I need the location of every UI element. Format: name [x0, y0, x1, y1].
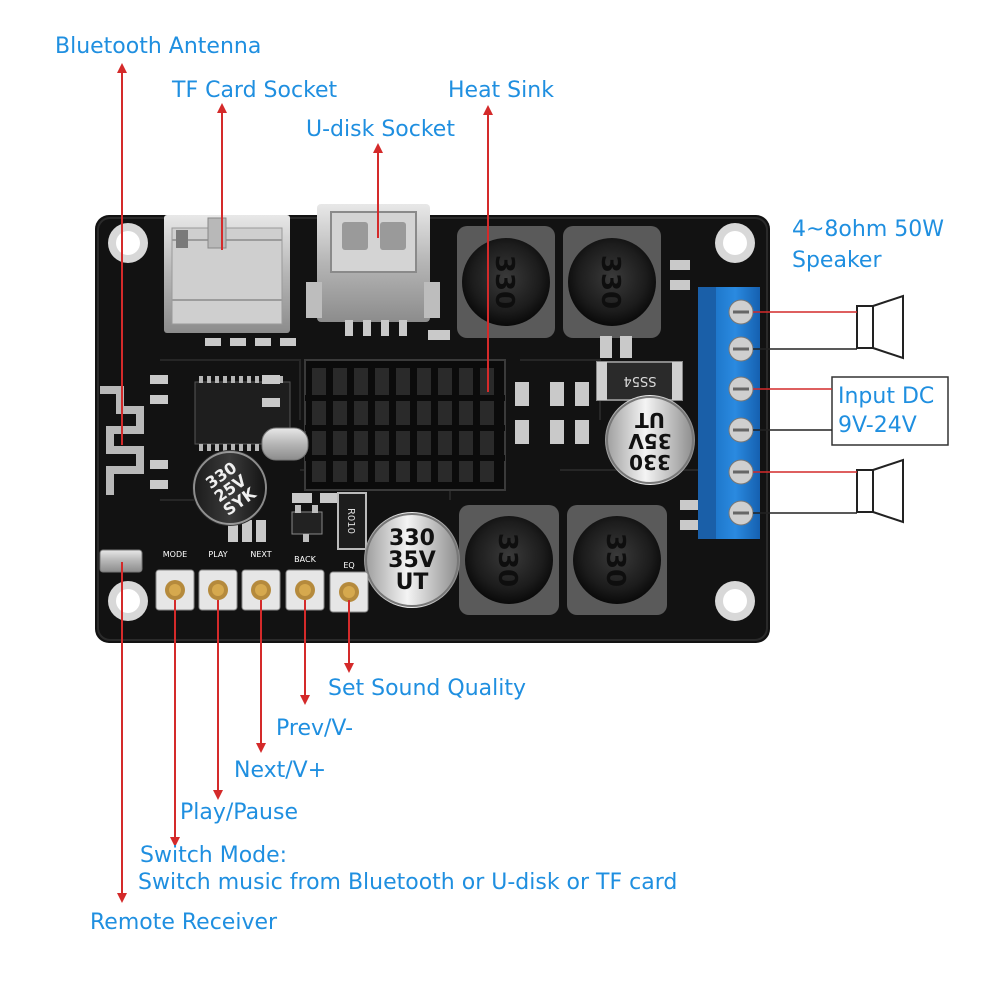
screw-terminal-block — [698, 287, 760, 539]
label-input-dc: Input DC — [838, 384, 935, 409]
capacitor-large: 330 35V UT — [364, 512, 460, 608]
svg-text:MODE: MODE — [163, 550, 187, 559]
label-speaker-spec: 4~8ohm 50W — [792, 217, 945, 242]
inductor-bottom-left: 330 — [459, 505, 559, 615]
svg-text:330: 330 — [600, 533, 630, 587]
label-tf-card-socket: TF Card Socket — [172, 78, 338, 103]
label-udisk-socket: U-disk Socket — [306, 117, 455, 142]
svg-text:NEXT: NEXT — [250, 550, 271, 559]
svg-text:R010: R010 — [345, 508, 356, 534]
label-switch-mode-desc: Switch music from Bluetooth or U-disk or… — [138, 870, 678, 895]
svg-text:UT: UT — [396, 570, 429, 595]
crystal-oscillator — [261, 427, 309, 461]
resistor-r010: R010 — [337, 492, 367, 550]
button-play: PLAY — [198, 550, 238, 611]
inductor-bottom-right: 330 — [567, 505, 667, 615]
button-mode: MODE — [155, 550, 195, 611]
annotation-arrows — [117, 63, 493, 903]
svg-text:330: 330 — [489, 255, 519, 309]
label-input-voltage: 9V-24V — [838, 413, 917, 438]
svg-text:UT: UT — [635, 408, 665, 432]
speaker-icon-bottom — [856, 458, 904, 524]
svg-text:35V: 35V — [388, 548, 436, 573]
terminal-wires — [753, 311, 857, 514]
input-dc-box — [831, 376, 949, 446]
label-set-sound-quality: Set Sound Quality — [328, 676, 526, 701]
label-heat-sink: Heat Sink — [448, 78, 554, 103]
button-next: NEXT — [241, 550, 281, 611]
button-back: BACK — [285, 555, 325, 611]
bluetooth-antenna-trace — [100, 386, 144, 495]
label-next: Next/V+ — [234, 758, 327, 783]
svg-text:PLAY: PLAY — [208, 550, 227, 559]
label-bluetooth-antenna: Bluetooth Antenna — [55, 34, 262, 59]
push-buttons: MODE PLAY NEXT BACK EQ — [155, 550, 369, 613]
label-remote-receiver: Remote Receiver — [90, 910, 278, 935]
transistor — [291, 505, 323, 542]
capacitor-right: 330 35V UT — [605, 395, 695, 485]
speaker-icon-top — [856, 294, 904, 360]
svg-text:BACK: BACK — [294, 555, 316, 564]
svg-text:330: 330 — [492, 533, 522, 587]
tf-card-socket — [164, 215, 290, 333]
svg-text:EQ: EQ — [343, 561, 354, 570]
inductor-top-left: 330 — [457, 226, 555, 338]
inductor-top-right: 330 — [563, 226, 661, 338]
usb-socket — [306, 204, 440, 336]
svg-text:330: 330 — [629, 450, 671, 474]
svg-text:330: 330 — [595, 255, 625, 309]
capacitor-left: 330 25V SYK — [192, 450, 268, 526]
diode-ss54: SS54 — [596, 361, 683, 401]
label-prev: Prev/V- — [276, 716, 354, 741]
label-switch-mode: Switch Mode: — [140, 843, 288, 868]
heat-sink — [304, 359, 506, 491]
svg-text:35V: 35V — [628, 429, 672, 453]
smd-components — [150, 260, 700, 542]
svg-text:330: 330 — [389, 526, 435, 551]
svg-text:SS54: SS54 — [623, 373, 656, 388]
label-speaker: Speaker — [792, 248, 882, 273]
label-play-pause: Play/Pause — [180, 800, 298, 825]
